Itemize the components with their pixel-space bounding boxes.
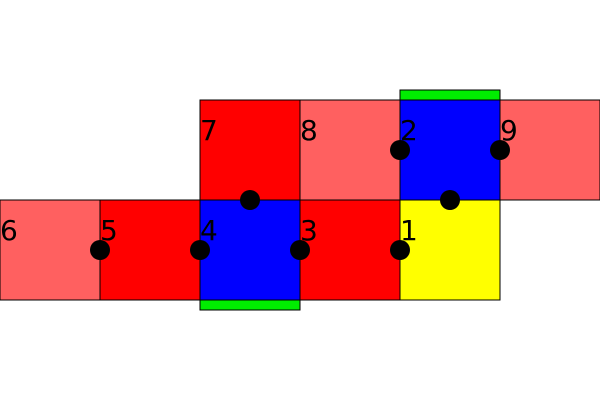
tile-7 xyxy=(199,99,301,201)
label-8: 8 xyxy=(300,114,318,147)
tile-9 xyxy=(499,99,600,201)
tile-8 xyxy=(299,99,401,201)
dot-edge-3 xyxy=(290,240,310,260)
tile-5 xyxy=(99,199,201,301)
dot-edge-2-1 xyxy=(440,190,460,210)
label-7: 7 xyxy=(200,114,218,147)
dot-edge-7-4 xyxy=(240,190,260,210)
label-2: 2 xyxy=(400,114,418,147)
label-5: 5 xyxy=(100,214,118,247)
label-9: 9 xyxy=(500,114,518,147)
dot-edge-4 xyxy=(190,240,210,260)
dot-edge-5 xyxy=(90,240,110,260)
label-3: 3 xyxy=(300,214,318,247)
dot-edge-1 xyxy=(390,240,410,260)
green-bar-bottom xyxy=(199,299,301,311)
dot-edge-2-left xyxy=(390,140,410,160)
green-bar-top xyxy=(399,89,501,101)
dot-edge-9 xyxy=(490,140,510,160)
tile-3 xyxy=(299,199,401,301)
label-4: 4 xyxy=(200,214,218,247)
tile-1 xyxy=(399,199,501,301)
label-1: 1 xyxy=(400,214,418,247)
label-6: 6 xyxy=(0,214,18,247)
tile-6 xyxy=(0,199,101,301)
